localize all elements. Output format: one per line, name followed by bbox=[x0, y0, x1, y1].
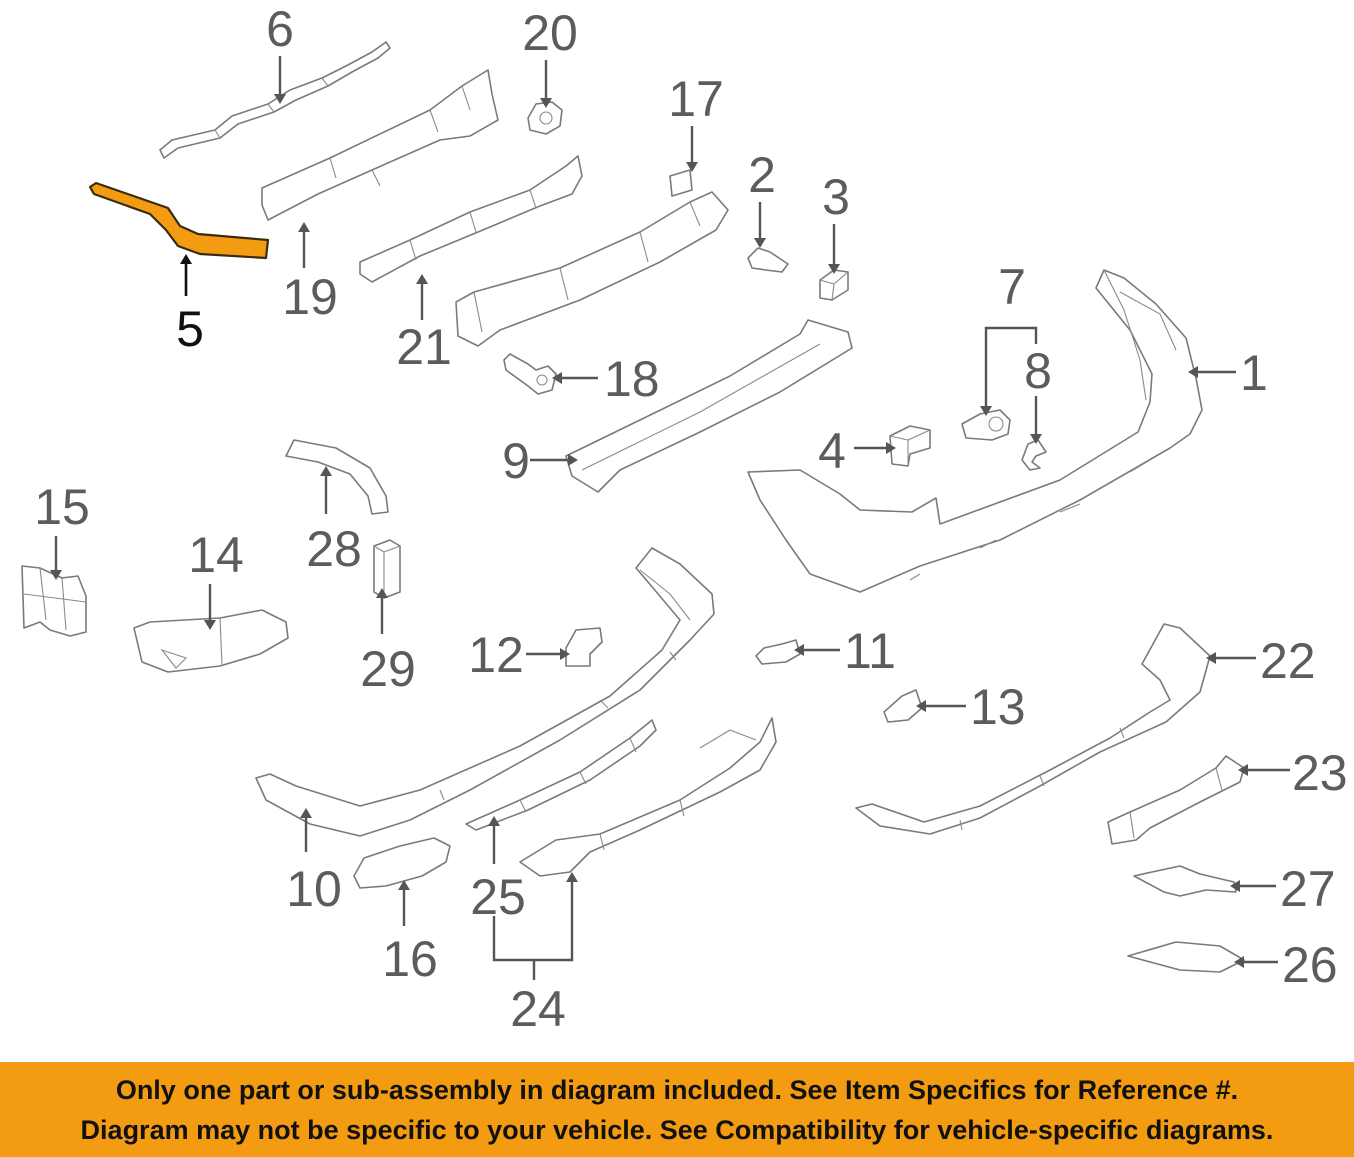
part-10-shape bbox=[255, 547, 715, 837]
callout-14: 14 bbox=[188, 527, 244, 583]
part-14-shape bbox=[133, 609, 289, 673]
callout-4: 4 bbox=[818, 423, 846, 479]
callout-13: 13 bbox=[970, 679, 1026, 735]
part-8-shape bbox=[1021, 439, 1047, 471]
callout-16: 16 bbox=[382, 931, 438, 987]
part-4-shape bbox=[889, 425, 931, 467]
callout-7: 7 bbox=[998, 259, 1026, 315]
part-11-shape bbox=[755, 639, 801, 665]
part-19-shape bbox=[261, 69, 499, 221]
callout-3: 3 bbox=[822, 169, 850, 225]
callout-24: 24 bbox=[510, 981, 566, 1037]
part-27-shape bbox=[1133, 865, 1237, 897]
part-3-shape bbox=[819, 269, 849, 301]
part-28-shape bbox=[285, 439, 389, 515]
callout-29: 29 bbox=[360, 641, 416, 697]
callout-15: 15 bbox=[34, 479, 90, 535]
part-21-shape bbox=[359, 155, 583, 283]
callout-22: 22 bbox=[1260, 633, 1316, 689]
callout-9: 9 bbox=[502, 433, 530, 489]
part-18-shape bbox=[503, 353, 557, 395]
callout-8: 8 bbox=[1024, 343, 1052, 399]
part-7-shape bbox=[961, 409, 1011, 441]
leader-lines bbox=[54, 56, 1290, 980]
callout-5: 5 bbox=[176, 301, 204, 357]
callout-18: 18 bbox=[604, 351, 660, 407]
callout-19: 19 bbox=[282, 269, 338, 325]
callout-20: 20 bbox=[522, 5, 578, 61]
part-12-shape bbox=[565, 627, 603, 667]
callout-numbers: 6 5 20 17 2 3 19 21 18 1 7 8 4 9 28 29 1… bbox=[34, 1, 1347, 1037]
disclaimer-line-2: Diagram may not be specific to your vehi… bbox=[80, 1115, 1274, 1145]
part-23-shape bbox=[1107, 755, 1245, 845]
callout-27: 27 bbox=[1280, 861, 1336, 917]
part-22-shape bbox=[855, 623, 1211, 835]
part-6-shape bbox=[159, 41, 391, 159]
part-16-shape bbox=[353, 837, 451, 889]
callout-25: 25 bbox=[470, 869, 526, 925]
disclaimer-banner: Only one part or sub-assembly in diagram… bbox=[0, 1062, 1354, 1157]
arrowheads bbox=[50, 94, 1248, 968]
callout-2: 2 bbox=[748, 147, 776, 203]
callout-23: 23 bbox=[1292, 745, 1348, 801]
disclaimer-line-1: Only one part or sub-assembly in diagram… bbox=[115, 1075, 1239, 1105]
part-1-shape bbox=[747, 269, 1203, 593]
part-25-shape bbox=[465, 719, 657, 831]
part-26-shape bbox=[1127, 941, 1245, 973]
callout-11: 11 bbox=[844, 623, 896, 679]
callout-12: 12 bbox=[468, 627, 524, 683]
parts-diagram: 6 5 20 17 2 3 19 21 18 1 7 8 4 9 28 29 1… bbox=[21, 1, 1348, 1037]
part-17-shape bbox=[455, 169, 729, 347]
callout-21: 21 bbox=[396, 319, 452, 375]
callout-1: 1 bbox=[1240, 345, 1268, 401]
part-24-shape bbox=[519, 717, 777, 877]
part-29-shape bbox=[373, 539, 401, 599]
part-2-shape bbox=[747, 247, 789, 273]
callout-6: 6 bbox=[266, 1, 294, 57]
part-5-shape bbox=[88, 181, 270, 260]
callout-26: 26 bbox=[1282, 937, 1338, 993]
callout-28: 28 bbox=[306, 521, 362, 577]
part-9-shape bbox=[565, 319, 853, 493]
callout-10: 10 bbox=[286, 861, 342, 917]
part-20-shape bbox=[527, 101, 563, 135]
callout-17: 17 bbox=[668, 71, 724, 127]
